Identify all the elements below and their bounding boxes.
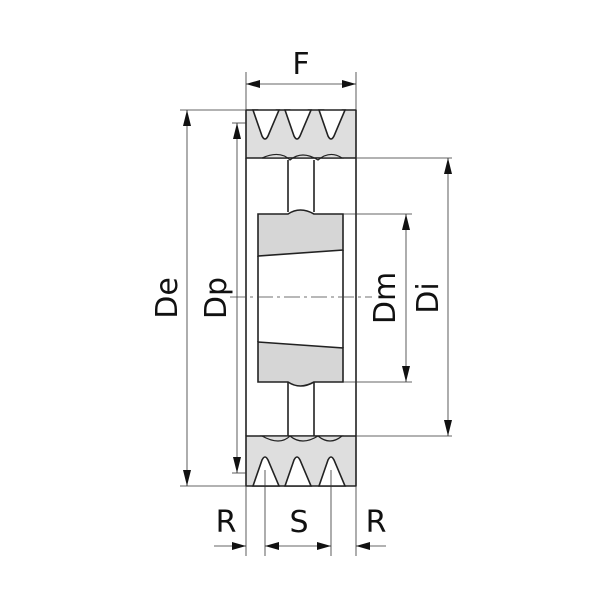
top-groove-2	[283, 109, 313, 140]
pulley-section	[245, 109, 357, 487]
bottom-web-shade	[259, 435, 344, 442]
label-s: S	[289, 505, 308, 540]
dimension-bottom: R S R	[214, 505, 386, 550]
extension-lines	[180, 72, 452, 556]
bottom-groove-1	[251, 456, 281, 487]
top-groove-3	[317, 109, 347, 140]
bottom-groove-3	[317, 456, 347, 487]
dimension-di: Di	[411, 158, 452, 436]
dimension-de: De	[150, 110, 191, 486]
label-de: De	[150, 277, 185, 319]
hub-lower	[257, 341, 344, 387]
label-di: Di	[411, 282, 446, 313]
label-r-right: R	[366, 505, 387, 540]
top-web-shade	[261, 153, 344, 161]
label-dp: Dp	[199, 277, 234, 319]
label-dm: Dm	[368, 272, 403, 324]
dimension-dp: Dp	[199, 123, 241, 473]
top-groove-1	[251, 109, 281, 140]
hub-upper	[257, 209, 344, 257]
dimension-f: F	[246, 47, 356, 88]
dimension-dm: Dm	[368, 214, 410, 382]
label-f: F	[292, 47, 309, 82]
bottom-groove-2	[283, 456, 313, 487]
label-r-left: R	[216, 505, 237, 540]
